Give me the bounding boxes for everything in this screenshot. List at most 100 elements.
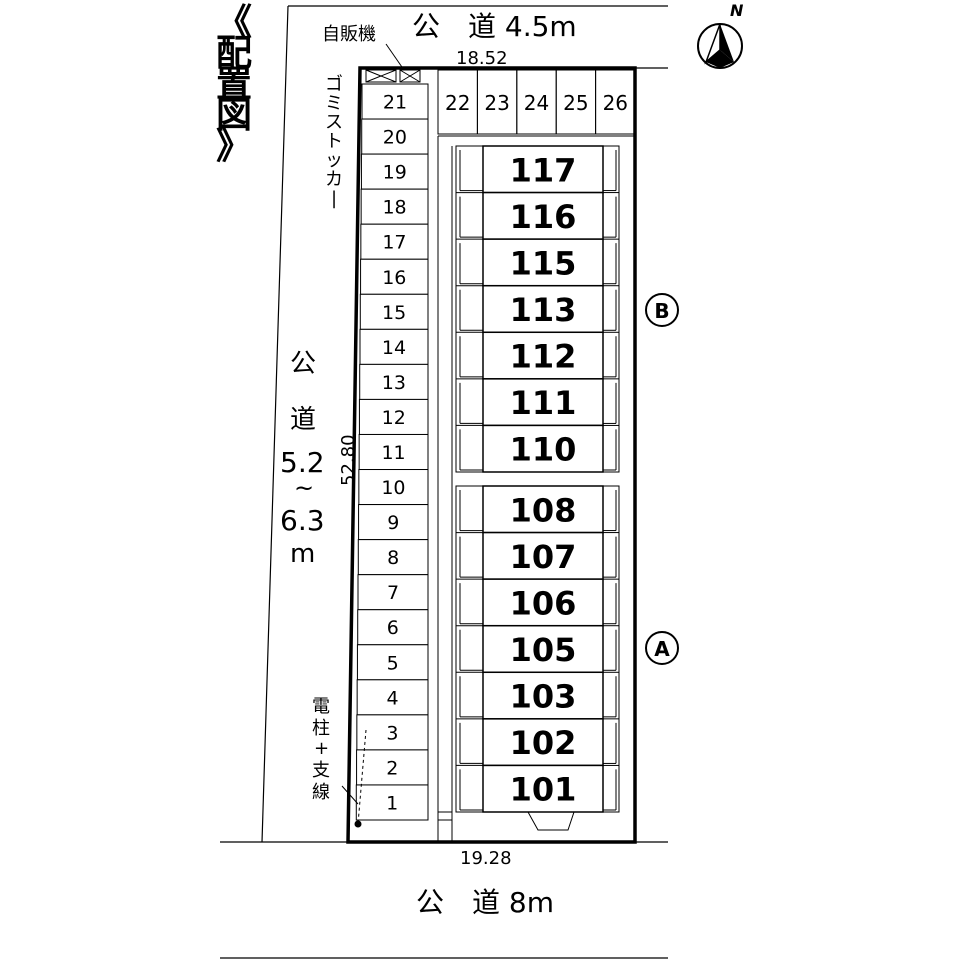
parking-space-left: 5 bbox=[356, 644, 429, 681]
unit-number: 102 bbox=[510, 724, 577, 762]
parking-space-left: 9 bbox=[358, 504, 429, 541]
parking-space-box bbox=[355, 784, 429, 821]
unit-box bbox=[482, 331, 604, 380]
unit-number: 108 bbox=[510, 491, 577, 529]
north-road-label: 公 道 4.5m bbox=[412, 10, 577, 43]
parking-space-left: 3 bbox=[356, 714, 429, 751]
unit: 107 bbox=[456, 531, 619, 580]
parking-space-box bbox=[360, 188, 429, 225]
parking-space-number: 3 bbox=[386, 722, 398, 744]
unit-box bbox=[482, 624, 604, 674]
parking-space-number: 10 bbox=[381, 477, 405, 499]
parking-space-left: 19 bbox=[360, 153, 429, 190]
unit: 108 bbox=[456, 485, 619, 534]
parking-space-left: 11 bbox=[358, 433, 429, 471]
parking-space-number: 4 bbox=[387, 687, 399, 709]
north-label: N bbox=[730, 1, 744, 20]
unit-box bbox=[482, 284, 604, 334]
parking-space-box bbox=[595, 69, 636, 135]
walkway bbox=[437, 136, 453, 842]
parking-space-number: 8 bbox=[387, 547, 399, 569]
parking-space-top: 24 bbox=[516, 69, 557, 135]
west-road-label-2: 道 bbox=[290, 405, 316, 435]
top-dimension: 18.52 bbox=[456, 48, 508, 69]
north-road: 公 道 4.5m 18.52 bbox=[288, 5, 668, 69]
parking-space-left: 21 bbox=[361, 83, 429, 120]
unit-number: 107 bbox=[510, 538, 577, 576]
vending-machine-label: 自販機 bbox=[322, 24, 376, 45]
parking-space-number: 6 bbox=[387, 617, 399, 639]
unit: 103 bbox=[456, 671, 619, 720]
parking-space-left: 16 bbox=[360, 258, 429, 295]
parking-space-box bbox=[359, 328, 429, 365]
parking-space-box bbox=[358, 504, 429, 541]
parking-space-left: 14 bbox=[359, 328, 429, 365]
parking-space-left: 15 bbox=[359, 293, 429, 330]
unit-number: 116 bbox=[510, 198, 577, 236]
parking-space-number: 13 bbox=[382, 372, 406, 394]
parking-space-box bbox=[356, 714, 429, 751]
pole-dot-icon bbox=[354, 820, 362, 828]
pole-label-5: 線 bbox=[312, 782, 330, 803]
page-title: 《配置図》 bbox=[216, 2, 252, 167]
parking-space-number: 7 bbox=[387, 582, 399, 604]
parking-space-box bbox=[359, 293, 429, 330]
parking-space-number: 9 bbox=[387, 512, 399, 534]
parking-space-box bbox=[358, 433, 429, 471]
parking-space-number: 19 bbox=[383, 162, 407, 184]
parking-space-number: 24 bbox=[524, 91, 549, 115]
property-boundary bbox=[346, 66, 637, 844]
entrance-canopy bbox=[527, 811, 575, 831]
parking-space-box bbox=[357, 609, 429, 646]
parking-space-number: 14 bbox=[382, 337, 406, 359]
unit-box bbox=[482, 485, 604, 534]
parking-space-left: 18 bbox=[360, 188, 429, 225]
parking-space-box bbox=[356, 644, 429, 681]
west-road-unit: m bbox=[290, 539, 315, 569]
unit-number: 103 bbox=[510, 678, 577, 716]
parking-space-top: 22 bbox=[437, 69, 478, 135]
west-road-label-1: 公 bbox=[290, 349, 316, 379]
parking-space-number: 22 bbox=[445, 91, 470, 115]
west-road: 公 道 5.2 ~ 6.3 m bbox=[220, 5, 348, 843]
unit-box bbox=[482, 531, 604, 580]
unit-number: 113 bbox=[510, 291, 577, 329]
parking-space-left: 8 bbox=[357, 539, 429, 576]
unit: 106 bbox=[456, 578, 619, 627]
unit: 113 bbox=[456, 284, 619, 334]
west-road-width-1: 5.2 bbox=[280, 446, 325, 479]
parking-space-number: 16 bbox=[382, 267, 406, 289]
parking-space-left: 10 bbox=[358, 469, 429, 506]
unit: 101 bbox=[456, 764, 619, 813]
parking-space-top: 26 bbox=[595, 69, 636, 135]
utility-pole: 電 柱 + 支 線 bbox=[312, 696, 367, 828]
parking-space-box bbox=[361, 118, 429, 155]
building-b-label: B bbox=[654, 299, 669, 323]
unit-number: 117 bbox=[510, 151, 577, 189]
unit: 102 bbox=[456, 718, 619, 767]
parking-space-box bbox=[360, 153, 429, 190]
unit-number: 111 bbox=[510, 384, 577, 422]
pole-label-1: 電 bbox=[312, 696, 330, 717]
pole-label-2: 柱 bbox=[312, 718, 330, 739]
parking-space-top: 23 bbox=[476, 69, 518, 135]
parking-space-left: 20 bbox=[361, 118, 429, 155]
parking-space-box bbox=[357, 539, 429, 576]
parking-space-number: 5 bbox=[387, 652, 399, 674]
unit: 105 bbox=[456, 624, 619, 674]
building-b-marker: B bbox=[645, 293, 679, 327]
west-road-width-2: 6.3 bbox=[280, 504, 325, 537]
south-road: 19.28 公 道 8m bbox=[220, 841, 668, 959]
unit: 115 bbox=[456, 238, 619, 287]
parking-space-box bbox=[357, 574, 429, 611]
parking-space-box bbox=[360, 223, 429, 260]
north-arrow-icon: N bbox=[697, 1, 744, 69]
unit-box bbox=[482, 424, 604, 473]
unit-number: 106 bbox=[510, 584, 577, 622]
parking-space-number: 25 bbox=[563, 91, 588, 115]
